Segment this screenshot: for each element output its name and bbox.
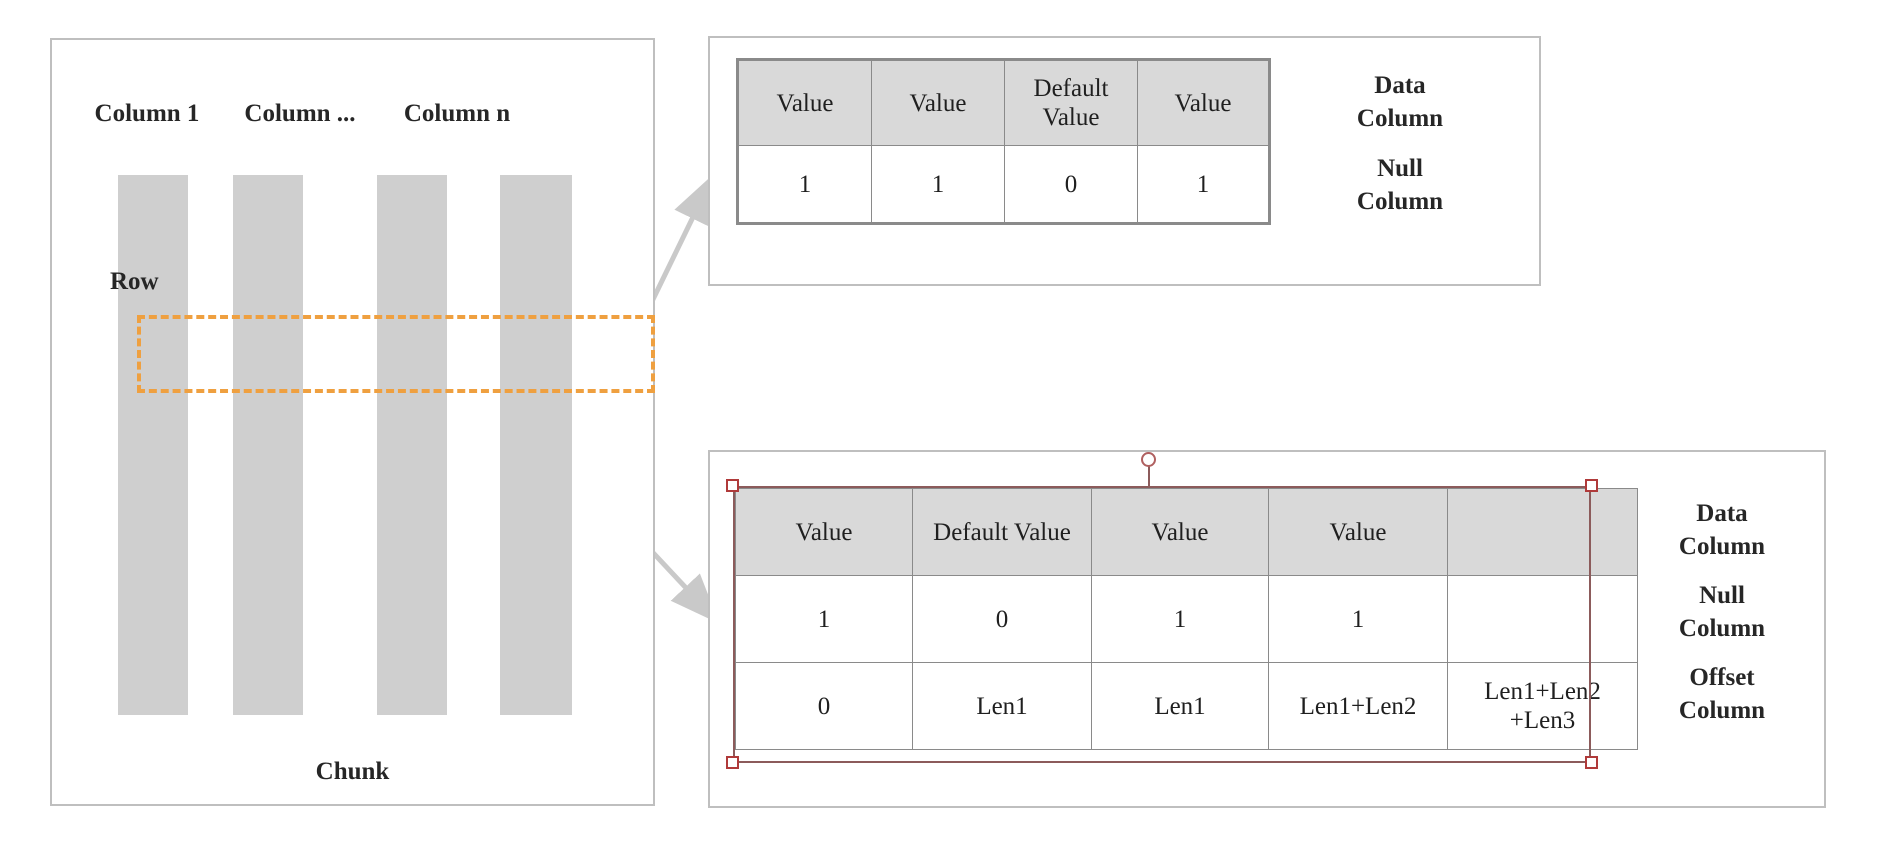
column-bar-2 (233, 175, 303, 715)
top-value-cell-1: 1 (871, 145, 1005, 223)
column-header-2: Column ... (244, 100, 356, 127)
table-row: 1 0 1 1 (735, 575, 1638, 663)
top-head-cell-0: Value (738, 60, 872, 146)
bottom-offset-cell-2: Len1 (1091, 662, 1269, 750)
top-detail-panel: Value Value Default Value Value 1 1 0 1 … (708, 36, 1541, 286)
top-value-cell-0: 1 (738, 145, 872, 223)
bottom-head-cell-2: Value (1091, 488, 1269, 576)
bottom-head-cell-3: Value (1268, 488, 1448, 576)
column-bar-1 (118, 175, 188, 715)
table-row: 0 Len1 Len1 Len1+Len2 Len1+Len2 +Len3 (735, 662, 1638, 750)
top-head-cell-1: Value (871, 60, 1005, 146)
rotate-handle-stem (1148, 465, 1150, 487)
column-bar-4 (500, 175, 572, 715)
bottom-null-cell-1: 0 (912, 575, 1092, 663)
table-row: Value Default Value Value Value (735, 488, 1638, 576)
row-highlight-box (137, 315, 655, 393)
bottom-null-cell-3: 1 (1268, 575, 1448, 663)
selection-handle-bottom-left[interactable] (726, 756, 739, 769)
top-head-cell-3: Value (1137, 60, 1269, 146)
row-label: Row (110, 268, 159, 295)
top-value-cell-2: 0 (1004, 145, 1138, 223)
legend-data-column-top: Data Column (1356, 72, 1444, 132)
bottom-null-cell-4 (1447, 575, 1638, 663)
rotate-handle-icon[interactable] (1141, 452, 1156, 467)
bottom-offset-cell-3: Len1+Len2 (1268, 662, 1448, 750)
chunk-label: Chunk (315, 758, 390, 785)
column-header-1: Column 1 (94, 100, 200, 127)
bottom-head-cell-4 (1447, 488, 1638, 576)
bottom-offset-cell-0: 0 (735, 662, 913, 750)
bottom-head-cell-1: Default Value (912, 488, 1092, 576)
legend-offset-column-bottom: Offset Column (1678, 664, 1766, 724)
top-head-cell-2: Default Value (1004, 60, 1138, 146)
bottom-detail-table: Value Default Value Value Value 1 0 1 1 … (735, 488, 1638, 750)
legend-null-column-bottom: Null Column (1678, 582, 1766, 642)
bottom-null-cell-0: 1 (735, 575, 913, 663)
bottom-offset-cell-1: Len1 (912, 662, 1092, 750)
top-value-cell-3: 1 (1137, 145, 1269, 223)
selection-handle-top-left[interactable] (726, 479, 739, 492)
selection-handle-bottom-right[interactable] (1585, 756, 1598, 769)
top-detail-table: Value Value Default Value Value 1 1 0 1 (736, 58, 1271, 225)
bottom-null-cell-2: 1 (1091, 575, 1269, 663)
column-bar-3 (377, 175, 447, 715)
table-row: 1 1 0 1 (738, 145, 1269, 223)
selection-handle-top-right[interactable] (1585, 479, 1598, 492)
column-header-n: Column n (403, 100, 511, 127)
bottom-detail-panel: Value Default Value Value Value 1 0 1 1 … (708, 450, 1826, 808)
legend-data-column-bottom: Data Column (1678, 500, 1766, 560)
chunk-panel: Column 1 Column ... Column n Row Chunk (50, 38, 655, 806)
bottom-head-cell-0: Value (735, 488, 913, 576)
bottom-offset-cell-4: Len1+Len2 +Len3 (1447, 662, 1638, 750)
legend-null-column-top: Null Column (1356, 155, 1444, 215)
table-row: Value Value Default Value Value (738, 60, 1269, 146)
